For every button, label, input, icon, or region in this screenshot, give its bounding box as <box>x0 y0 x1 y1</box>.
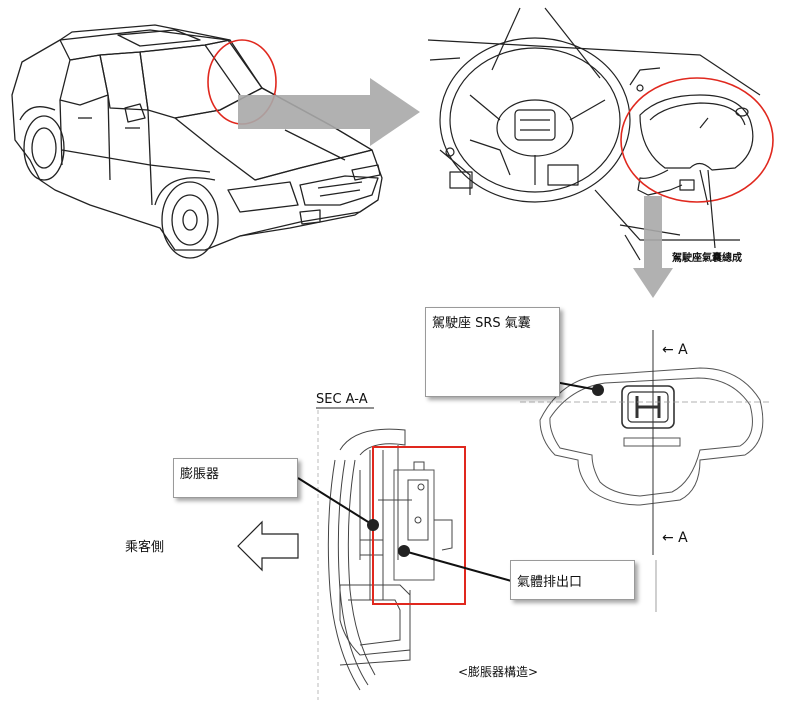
section-marker-top: ← A <box>662 342 688 358</box>
section-title: SEC A-A <box>316 392 368 407</box>
srs-airbag-callout: 駕駛座 SRS 氣囊 <box>425 307 560 397</box>
section-marker-bottom: ← A <box>662 530 688 546</box>
gas-outlet-label: 氣體排出口 <box>517 575 583 590</box>
gas-outlet-pointer-line <box>403 550 516 583</box>
inflator-structure-caption: <膨脹器構造> <box>458 665 539 679</box>
assembly-pointer-line <box>707 169 716 249</box>
gray-arrow-down <box>633 196 673 298</box>
srs-marker-dot <box>592 384 604 396</box>
steering-dashboard-illustration <box>427 7 761 261</box>
inflator-label: 膨脹器 <box>180 467 220 482</box>
airbag-cover-front-view <box>539 367 764 506</box>
srs-airbag-label: 駕駛座 SRS 氣囊 <box>432 316 531 331</box>
cross-section-drawing <box>317 410 453 700</box>
passenger-side-arrow <box>237 520 299 572</box>
car-illustration <box>11 24 383 259</box>
inflator-marker-dot <box>367 519 379 531</box>
airbag-highlight-circle <box>620 77 774 203</box>
gray-arrow-right <box>238 78 420 146</box>
gas-outlet-callout: 氣體排出口 <box>510 560 635 600</box>
passenger-side-label: 乘客側 <box>125 540 165 555</box>
gas-outlet-marker-dot <box>398 545 410 557</box>
driver-airbag-assembly-label: 駕駛座氣囊總成 <box>672 253 742 264</box>
inflator-pointer-line <box>297 477 374 526</box>
inflator-callout: 膨脹器 <box>173 458 298 498</box>
